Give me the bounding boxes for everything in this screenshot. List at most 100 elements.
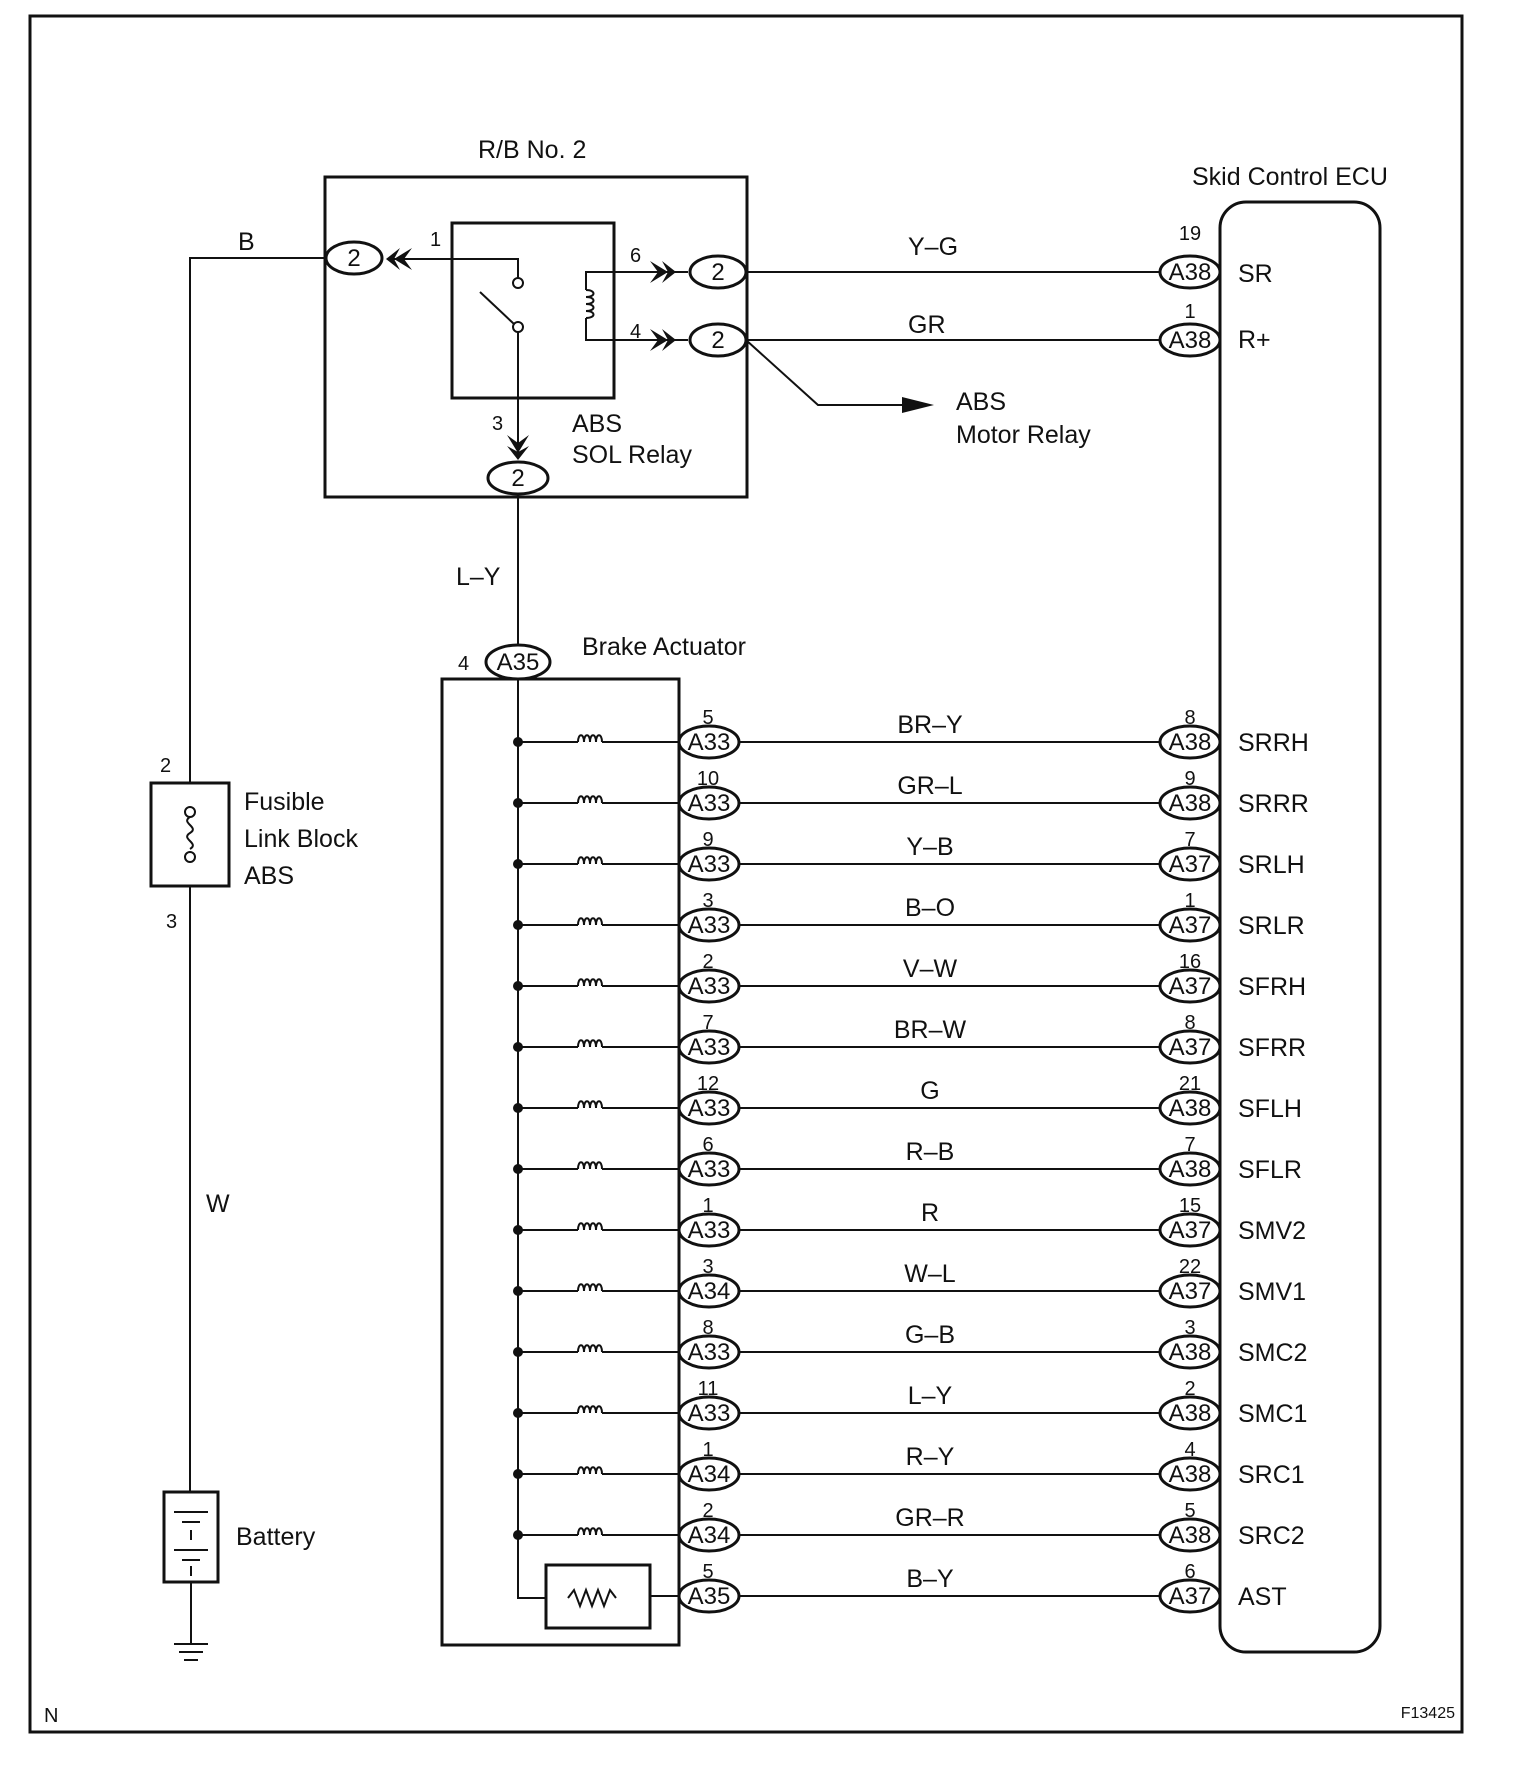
fusible-link-box: [149, 781, 231, 888]
ecu-terminal: SFLR: [1238, 1156, 1302, 1184]
ecu-connector: A38: [1169, 259, 1212, 286]
ecu-connector: A38: [1169, 1156, 1212, 1183]
actuator-connector: A33: [688, 1095, 731, 1122]
wire-color-label: G–B: [905, 1321, 955, 1349]
ecu-terminal: SRLR: [1238, 912, 1305, 940]
relay-resistor-box: [544, 1563, 652, 1630]
sol-relay-box: [450, 221, 616, 400]
ecu-connector: A38: [1169, 327, 1212, 354]
ground-icon: [174, 1643, 208, 1661]
ecu-pin-number: 16: [1179, 951, 1201, 973]
ecu-terminal: SMC2: [1238, 1339, 1307, 1367]
rb-connector-pin1: 2: [324, 240, 384, 276]
wire-b: [189, 257, 326, 782]
ecu-connector-oval: [1158, 1029, 1222, 1065]
wire-label-yg: Y–G: [908, 233, 958, 261]
ecu-terminal: SR: [1238, 260, 1273, 288]
chevron-right-icon: [650, 329, 676, 351]
wire-color-label: V–W: [903, 955, 958, 983]
ecu-connector-oval: [1158, 1151, 1222, 1187]
rb-connector-pin4: 2: [688, 322, 748, 358]
ecu-top-row-1: 1 A38 R+: [1158, 301, 1271, 358]
ecu-terminal: SFRH: [1238, 973, 1306, 1001]
ecu-connector-oval: [1158, 968, 1222, 1004]
relay-coil-wire-top: [585, 271, 614, 290]
relay-coil-wire-bottom: [585, 318, 614, 341]
wire-color-label: R: [921, 1199, 939, 1227]
ecu-connector: A37: [1169, 851, 1212, 878]
ecu-connector: A37: [1169, 1583, 1212, 1610]
ecu-connector-oval: [1158, 1273, 1222, 1309]
ecu-pin-number: 19: [1179, 223, 1201, 245]
fuse-contact-top: [184, 806, 196, 818]
actuator-pin-number: 6: [702, 1134, 713, 1156]
fusible-pin-top: 2: [160, 755, 171, 777]
wire-color-label: B–Y: [906, 1565, 954, 1593]
wire-label-gr: GR: [908, 311, 946, 339]
actuator-pin-number: 11: [698, 1378, 719, 1400]
actuator-pin-number: 1: [702, 1195, 713, 1217]
solenoid-coil-icon: [577, 978, 603, 987]
motor-relay-label-1: ABS: [956, 388, 1006, 416]
wire-color-label: Y–B: [906, 833, 953, 861]
motor-relay-label-2: Motor Relay: [956, 421, 1091, 449]
actuator-pin-number: 8: [702, 1317, 713, 1339]
solenoid-coil-icon: [577, 795, 603, 804]
solenoid-coil-icon: [577, 734, 603, 743]
ecu-connector-oval: [1158, 1578, 1222, 1614]
ecu-title: Skid Control ECU: [1192, 163, 1388, 191]
ecu-terminal: AST: [1238, 1583, 1287, 1611]
ecu-pin-number: 5: [1184, 1500, 1195, 1522]
ecu-connector-oval: [1158, 785, 1222, 821]
actuator-connector: A34: [688, 1522, 731, 1549]
ecu-terminal: SRC2: [1238, 1522, 1305, 1550]
relay-pin-6: 6: [630, 245, 641, 267]
ecu-connector: A37: [1169, 973, 1212, 1000]
ecu-connector-oval: [1158, 1212, 1222, 1248]
relay-pin1-wire: [452, 258, 519, 278]
solenoid-coil-icon: [577, 1344, 603, 1353]
ecu-terminal: SRLH: [1238, 851, 1305, 879]
fuse-contact-bottom: [184, 851, 196, 863]
relay-pin-3: 3: [492, 413, 503, 435]
ecu-connector-oval: [1158, 1395, 1222, 1431]
solenoid-coil-icon: [577, 1222, 603, 1231]
brake-actuator-label: Brake Actuator: [582, 633, 746, 661]
ecu-connector-oval: [1158, 724, 1222, 760]
actuator-pin-number: 3: [702, 890, 713, 912]
ecu-pin-number: 1: [1184, 890, 1195, 912]
footer-right: F13425: [1401, 1705, 1455, 1722]
svg-text:2: 2: [511, 465, 524, 492]
actuator-connector: A33: [688, 790, 731, 817]
ecu-connector-oval: [1158, 1517, 1222, 1553]
wire-label-ly: L–Y: [456, 563, 501, 591]
relay-switch-arm: [479, 291, 515, 325]
actuator-pin-number: 1: [702, 1439, 713, 1461]
actuator-pin-number: 2: [702, 1500, 713, 1522]
footer-left: N: [44, 1705, 58, 1727]
relay-contact-bottom: [512, 321, 524, 333]
a35-top-connector: A35: [484, 643, 552, 681]
actuator-pin-number: 7: [702, 1012, 713, 1034]
wire-color-label: GR–R: [895, 1504, 964, 1532]
solenoid-coil-icon: [577, 856, 603, 865]
wire-color-label: BR–Y: [897, 711, 963, 739]
ecu-connector-oval: [1158, 907, 1222, 943]
ecu-connector: A38: [1169, 1095, 1212, 1122]
ecu-connector: A37: [1169, 1278, 1212, 1305]
fusible-label-2: Link Block: [244, 825, 358, 853]
actuator-connector: A33: [688, 729, 731, 756]
ecu-terminal: SRRH: [1238, 729, 1309, 757]
ecu-connector: A38: [1169, 1339, 1212, 1366]
a35-top-pin: 4: [458, 653, 469, 675]
actuator-pin-number: 9: [702, 829, 713, 851]
ecu-pin-number: 22: [1179, 1256, 1201, 1278]
